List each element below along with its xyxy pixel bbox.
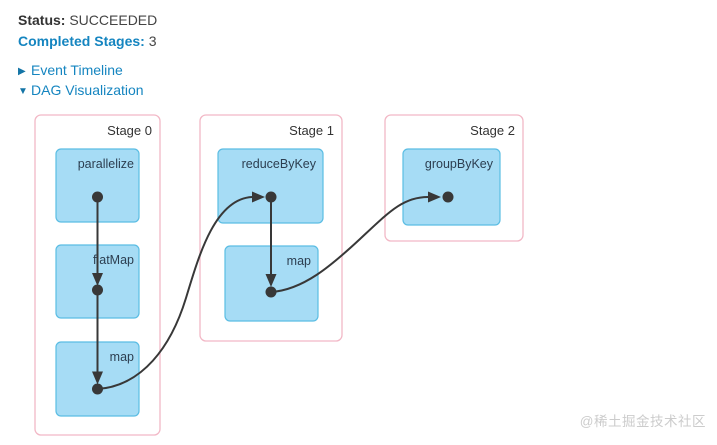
edge-parallelize-flatmap-arrowhead [92, 273, 103, 286]
rdd-dot-parallelize [92, 191, 103, 203]
event-timeline-label: Event Timeline [31, 62, 123, 78]
stage-2-label[interactable]: Stage 2 [470, 123, 515, 138]
dag-edges [92, 191, 441, 390]
node-map-stage0-label: map [110, 350, 134, 364]
completed-stages-line: Completed Stages: 3 [18, 33, 157, 49]
stage-2-cluster: Stage 2 groupByKey [384, 114, 524, 242]
dag-visualization-toggle[interactable]: ▼DAG Visualization [18, 82, 144, 98]
collapsed-arrow-icon: ▶ [18, 66, 26, 77]
watermark: @稀土掘金技术社区 [579, 414, 706, 429]
edge-map0-reducebykey-arrowhead [252, 191, 265, 203]
status-value: SUCCEEDED [69, 12, 158, 28]
stage-0-label[interactable]: Stage 0 [107, 123, 152, 138]
edge-reducebykey-map1-arrowhead [265, 274, 277, 287]
rdd-dot-map-stage1 [265, 286, 277, 298]
dag-visualization-label: DAG Visualization [31, 82, 144, 98]
event-timeline-toggle[interactable]: ▶ Event Timeline [18, 62, 123, 78]
node-groupbykey-label: groupByKey [425, 157, 494, 171]
node-groupbykey [402, 148, 501, 226]
edge-map0-reducebykey [97, 196, 253, 390]
edge-flatmap-map-arrowhead [92, 371, 103, 385]
dag-visualization-canvas: Stage 0 parallelize flatMap map Stage 1 … [34, 114, 524, 436]
completed-stages-value: 3 [148, 33, 157, 49]
status-line: Status: SUCCEEDED [18, 12, 157, 28]
node-map-stage1-label: map [287, 254, 311, 268]
rdd-dots [92, 191, 454, 395]
rdd-dot-map-stage0 [92, 383, 103, 395]
node-reducebykey-label: reduceByKey [242, 157, 317, 171]
edge-map1-groupbykey-arrowhead [428, 191, 441, 203]
rdd-dot-flatmap [92, 284, 103, 296]
node-flatmap-label: flatMap [93, 253, 134, 267]
rdd-dot-reducebykey [265, 191, 277, 203]
status-label: Status: [18, 12, 66, 28]
node-parallelize-label: parallelize [78, 157, 134, 171]
expanded-arrow-icon: ▼ [18, 86, 28, 97]
rdd-dot-groupbykey [442, 191, 454, 203]
stage-1-label[interactable]: Stage 1 [289, 123, 334, 138]
completed-stages-link[interactable]: Completed Stages: [18, 33, 145, 49]
edge-map1-groupbykey [270, 196, 429, 293]
